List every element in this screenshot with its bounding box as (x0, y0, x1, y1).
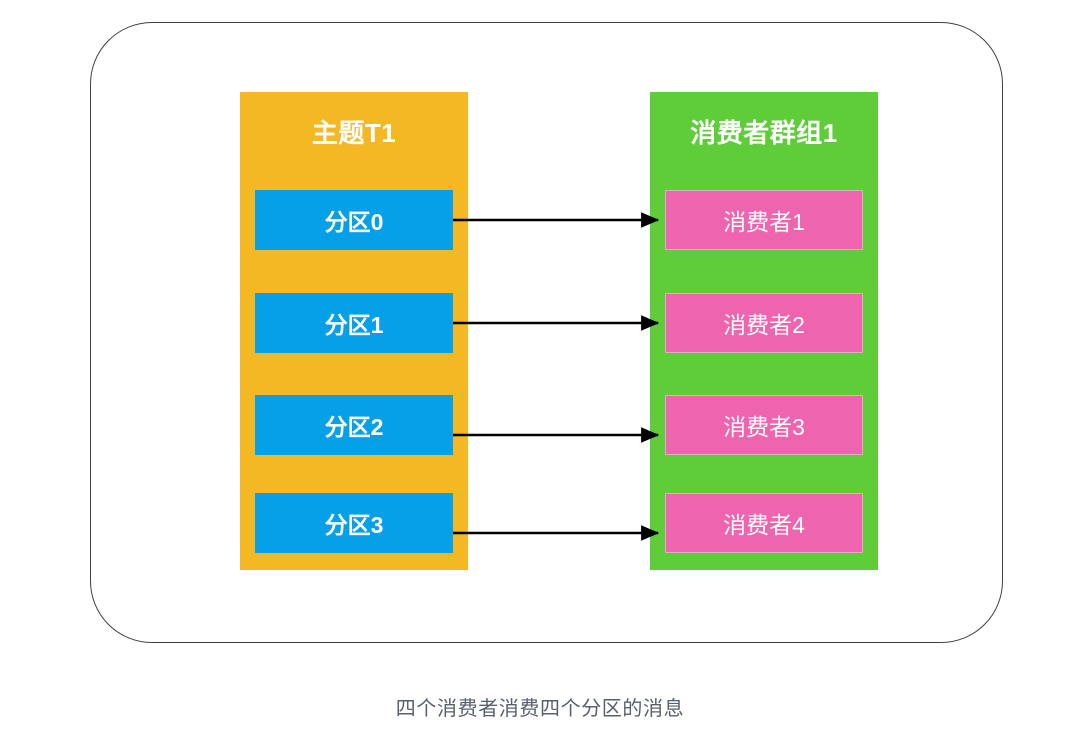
topic-group-container: 主题T1 分区0 分区1 分区2 分区3 (240, 92, 468, 570)
partition-box-0[interactable]: 分区0 (255, 190, 453, 250)
consumer-box-3[interactable]: 消费者3 (665, 395, 863, 455)
consumer-box-4[interactable]: 消费者4 (665, 493, 863, 553)
partition-box-1[interactable]: 分区1 (255, 293, 453, 353)
diagram-caption: 四个消费者消费四个分区的消息 (395, 698, 685, 720)
topic-title: 主题T1 (311, 118, 397, 148)
consumer-group-container: 消费者群组1 消费者1 消费者2 消费者3 消费者4 (650, 92, 878, 570)
consumer-group-title: 消费者群组1 (690, 118, 838, 148)
consumer-box-1[interactable]: 消费者1 (665, 190, 863, 250)
partition-box-2[interactable]: 分区2 (255, 395, 453, 455)
consumer-box-2[interactable]: 消费者2 (665, 293, 863, 353)
diagram-frame (90, 22, 1003, 643)
partition-box-3[interactable]: 分区3 (255, 493, 453, 553)
